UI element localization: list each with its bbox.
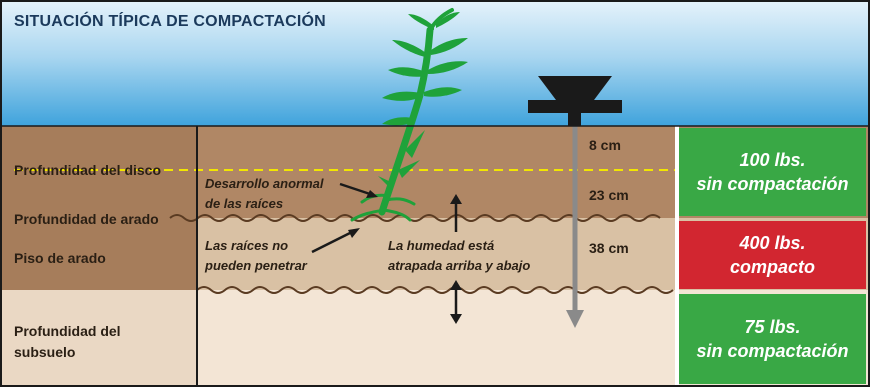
label-col-topsoil [0, 126, 197, 218]
arrow-icon [450, 280, 462, 324]
layer-label-hardpan: Piso de arado [14, 250, 106, 266]
layer-label-disk: Profundidad del disco [14, 162, 162, 178]
reading-status: sin compactación [696, 341, 849, 361]
reading-value: 75 lbs. [744, 317, 801, 337]
reading-value: 100 lbs. [739, 150, 806, 170]
hardpan-bottom-wave [196, 286, 674, 294]
reading-box: 100 lbs. sin compactación [679, 128, 866, 216]
note-roots-abnormal: Desarrollo anormal de las raíces [205, 176, 324, 211]
note-moisture: La humedad está atrapada arriba y abajo [388, 238, 531, 273]
depth-label: 8 cm [589, 137, 621, 153]
reading-value: 400 lbs. [739, 233, 806, 253]
arrow-icon [311, 228, 360, 254]
reading-box: 75 lbs. sin compactación [679, 294, 866, 384]
layer-label-plow: Profundidad de arado [14, 211, 159, 227]
arrow-icon [339, 182, 378, 198]
reading-box: 400 lbs. compacto [679, 221, 866, 289]
depth-label: 38 cm [589, 240, 629, 256]
label-col-hardpan [0, 218, 197, 290]
box-separator [675, 126, 679, 387]
reading-status: sin compactación [696, 174, 849, 194]
diagram-title: SITUACIÓN TÍPICA DE COMPACTACIÓN [14, 13, 326, 30]
note-roots-blocked: Las raíces no pueden penetrar [205, 238, 307, 273]
layer-label-subsoil: Profundidad del subsuelo [14, 323, 121, 360]
depth-label: 23 cm [589, 187, 629, 203]
arrow-icon [450, 194, 462, 232]
reading-status: compacto [729, 257, 816, 277]
penetrometer-icon [528, 76, 622, 328]
plant-icon [350, 8, 468, 222]
label-col-subsoil [0, 290, 197, 387]
